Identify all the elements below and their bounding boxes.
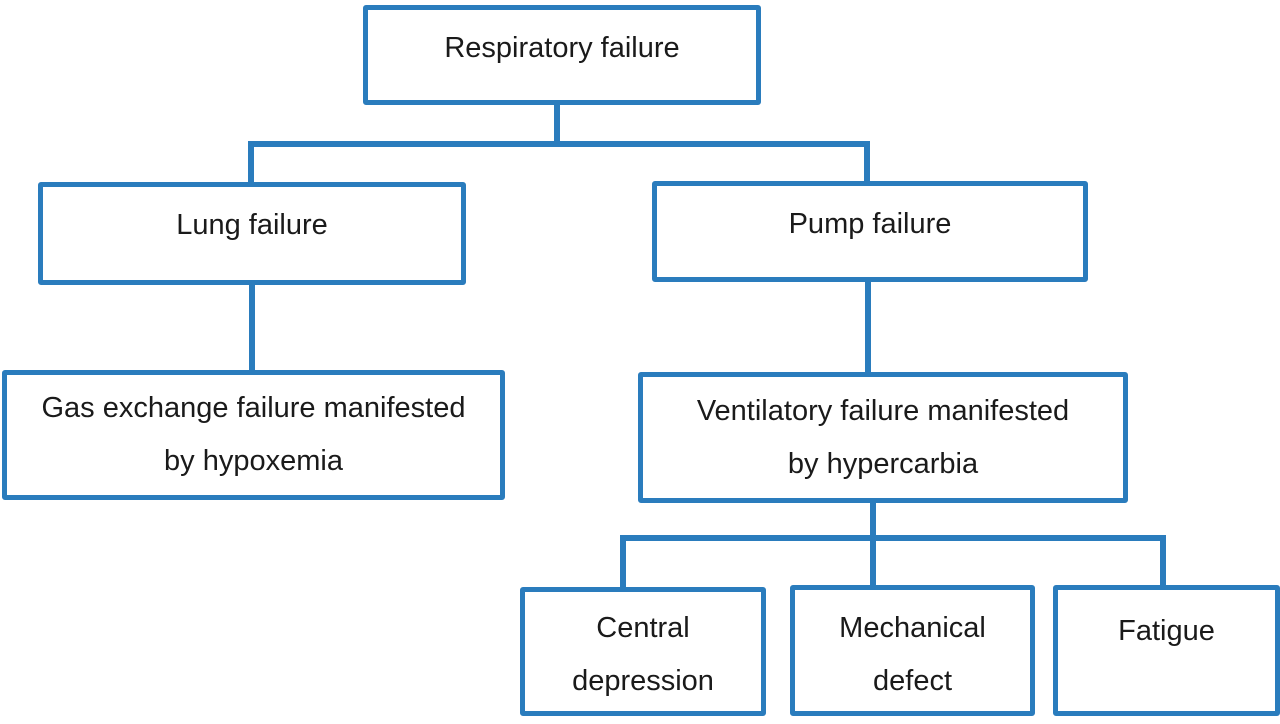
- node-pump-failure-label: Pump failure: [788, 208, 952, 241]
- node-pump-failure: Pump failure: [652, 181, 1088, 282]
- node-gas-exchange-failure-label: Gas exchange failure manifested by hypox…: [41, 392, 466, 477]
- node-lung-failure: Lung failure: [38, 182, 466, 285]
- connector-to-fatigue: [1160, 535, 1166, 588]
- node-ventilatory-failure: Ventilatory failure manifested by hyperc…: [638, 372, 1128, 503]
- node-central-depression-label: Central depression: [572, 611, 714, 697]
- node-respiratory-failure: Respiratory failure: [363, 5, 761, 105]
- node-lung-failure-label: Lung failure: [176, 209, 328, 242]
- connector-to-central-depression: [620, 535, 626, 590]
- connector-ventilatory-drop: [870, 501, 876, 541]
- node-gas-exchange-failure: Gas exchange failure manifested by hypox…: [2, 370, 505, 500]
- connector-to-lung-failure: [248, 141, 254, 187]
- connector-pump-to-ventilatory: [865, 280, 871, 375]
- connector-lung-to-gas-exchange: [249, 283, 255, 373]
- node-fatigue-label: Fatigue: [1118, 615, 1215, 648]
- connector-to-mechanical-defect: [870, 535, 876, 589]
- connector-to-pump-failure: [864, 141, 870, 186]
- node-fatigue: Fatigue: [1053, 585, 1280, 716]
- node-mechanical-defect: Mechanical defect: [790, 585, 1035, 716]
- node-mechanical-defect-label: Mechanical defect: [839, 611, 986, 697]
- connector-respiratory-drop: [554, 105, 560, 147]
- node-ventilatory-failure-label: Ventilatory failure manifested by hyperc…: [696, 394, 1070, 480]
- connector-level3-bridge: [620, 535, 1166, 541]
- connector-level1-bridge: [248, 141, 870, 147]
- node-central-depression: Central depression: [520, 587, 766, 716]
- node-respiratory-failure-label: Respiratory failure: [444, 31, 680, 64]
